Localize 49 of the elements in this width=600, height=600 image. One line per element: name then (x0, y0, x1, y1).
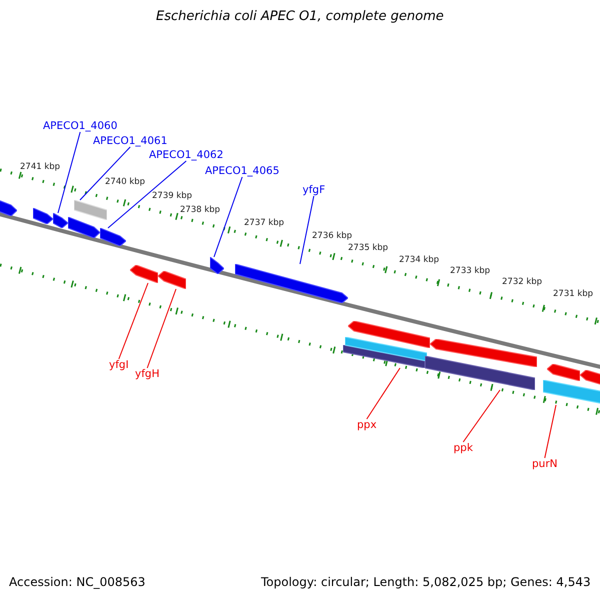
scale-label: 2737 kbp (244, 218, 284, 228)
scale-label: 2734 kbp (399, 255, 440, 265)
gene-label: ppx (357, 419, 377, 431)
leader-line (146, 288, 176, 368)
leader-line (214, 176, 243, 258)
leader-line (366, 368, 400, 420)
leader-line (58, 132, 81, 214)
scale-label: 2738 kbp (180, 205, 220, 215)
title: Escherichia coli APEC O1, complete genome (156, 9, 444, 24)
scale-label: 2739 kbp (152, 191, 192, 201)
gene-label: APECO1_4062 (149, 149, 224, 161)
gene-label: yfgF (302, 184, 326, 196)
leader-line (544, 404, 556, 458)
footer-text: Topology: circular; Length: 5,082,025 bp; Genes: 4,543 (261, 575, 591, 589)
leader-line (80, 146, 131, 200)
scale-label: 2733 kbp (450, 266, 490, 276)
scale-label: 2736 kbp (312, 231, 352, 241)
leader-line (108, 160, 187, 228)
scale-label: 2740 kbp (105, 177, 146, 187)
feature-bar (543, 380, 600, 405)
gene-block (210, 257, 224, 274)
leader-line (300, 196, 314, 264)
feature-bar (74, 200, 107, 220)
gene-label: purN (532, 458, 558, 470)
gene-block (348, 321, 430, 348)
gene-block (53, 213, 68, 228)
footer-text: Accession: NC_008563 (9, 575, 146, 589)
gene-label: APECO1_4061 (93, 135, 168, 147)
scale-label: 2732 kbp (502, 277, 542, 287)
gene-block (580, 370, 600, 387)
gene-label: yfgI (109, 359, 129, 371)
gene-block (235, 264, 348, 303)
leader-line (462, 390, 500, 442)
gene-block (158, 271, 186, 289)
gene-block (33, 208, 53, 224)
leader-line (118, 282, 148, 360)
scale-label: 2731 kbp (553, 289, 594, 299)
gene-block (100, 228, 126, 246)
feature-bar (343, 345, 425, 368)
scale-label: 2741 kbp (20, 162, 60, 172)
gene-label: ppk (454, 442, 473, 454)
gene-label: yfgH (135, 368, 160, 380)
gene-block (130, 265, 158, 283)
feature-bar (425, 356, 535, 390)
gene-label: APECO1_4065 (205, 165, 280, 177)
feature-bar (345, 337, 427, 361)
scale-label: 2735 kbp (348, 243, 388, 253)
gene-block (430, 339, 537, 367)
gene-label: APECO1_4060 (43, 120, 118, 132)
